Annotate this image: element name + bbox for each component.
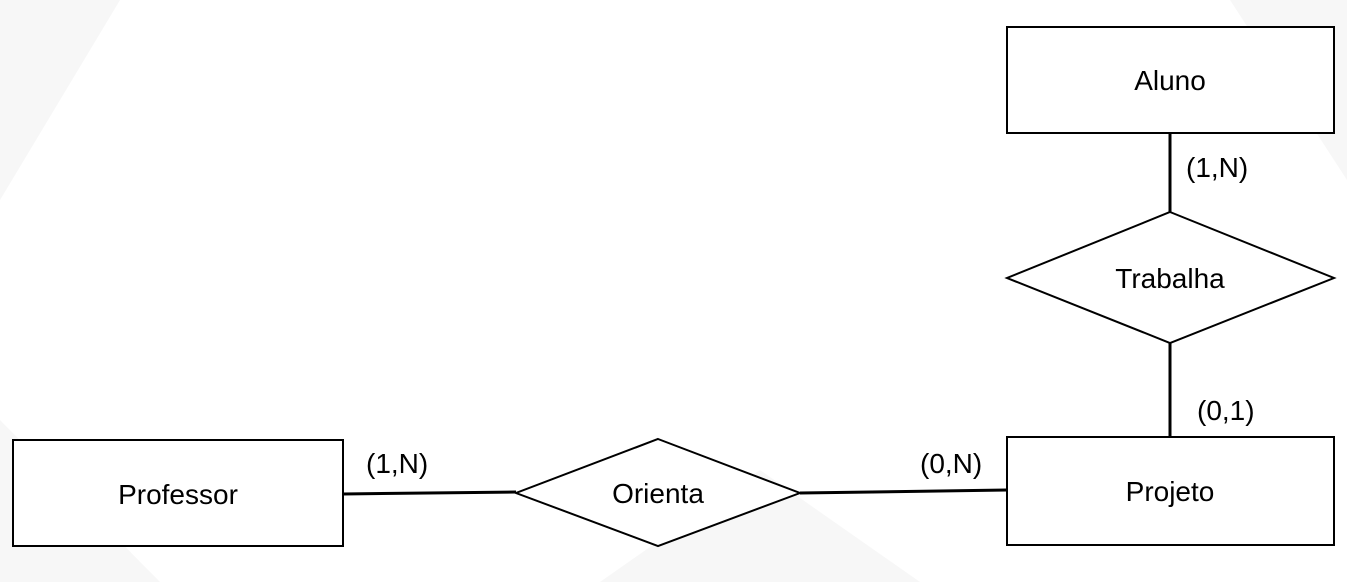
entity-professor[interactable]: Professor — [12, 439, 344, 547]
relationship-orienta[interactable]: Orienta — [513, 437, 803, 548]
link-professor-orienta — [342, 490, 517, 496]
entity-box — [1006, 436, 1335, 546]
link-orienta-projeto — [799, 488, 1008, 495]
cardinality-projeto-orienta: (0,N) — [920, 448, 982, 479]
entity-box — [12, 439, 344, 547]
relationship-label-trabalha: Trabalha — [1115, 263, 1225, 294]
background-facet — [0, 0, 120, 200]
entity-label-projeto: Projeto — [1126, 476, 1215, 507]
entity-aluno[interactable]: Aluno — [1006, 26, 1335, 134]
cardinality-projeto-trabalha: (0,1) — [1197, 395, 1255, 426]
entity-label-professor: Professor — [118, 479, 238, 510]
relationship-diamond — [513, 437, 803, 548]
entity-label-aluno: Aluno — [1134, 65, 1206, 96]
cardinality-aluno-trabalha: (1,N) — [1186, 152, 1248, 183]
entity-box — [1006, 26, 1335, 134]
relationship-trabalha[interactable]: Trabalha — [1004, 210, 1337, 345]
entity-projeto[interactable]: Projeto — [1006, 436, 1335, 546]
relationship-diamond — [1004, 210, 1337, 345]
background-facet — [600, 470, 920, 582]
relationship-label-orienta: Orienta — [612, 478, 704, 509]
cardinality-professor-orienta: (1,N) — [366, 448, 428, 479]
